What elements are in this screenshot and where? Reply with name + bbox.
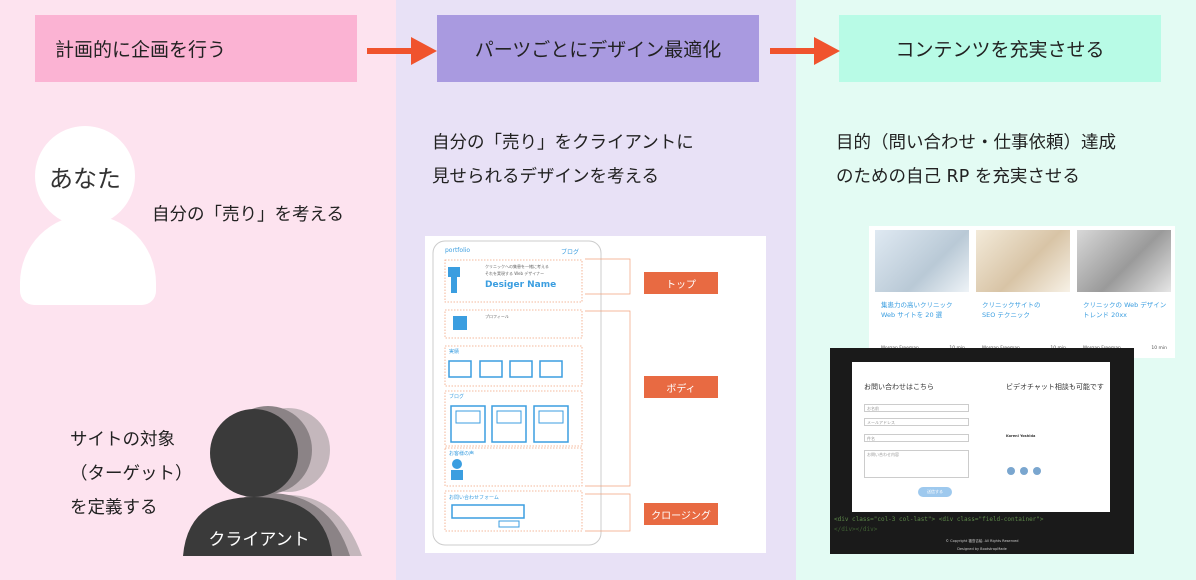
step-design: パーツごとにデザイン最適化 xyxy=(437,15,759,82)
code-bg: <div class="col-3 col-last"> <div class=… xyxy=(834,516,1044,523)
wf-intro: クリニックへの集患を一緒に考える それを実現する Web デザイナー xyxy=(485,263,549,277)
designed-by: Designed by BootstrapMade xyxy=(957,547,1007,551)
wf-intro-line: それを実現する Web デザイナー xyxy=(485,271,545,276)
client-group-icon xyxy=(183,406,362,556)
code-bg: </div></div> xyxy=(834,526,878,533)
facebook-icon xyxy=(1020,467,1028,475)
message-field[interactable]: お問い合わせ内容 xyxy=(864,450,969,478)
wireframe-lines-icon xyxy=(432,240,631,546)
blog-card[interactable]: クリニックの Web デザイン トレンド 20xx Morgan Freeman… xyxy=(1077,230,1171,354)
form-title-right: ビデオチャット相談も可能です xyxy=(1006,383,1104,391)
card-image xyxy=(1077,230,1171,292)
card-title: クリニックの Web デザイン トレンド 20xx xyxy=(1083,300,1169,320)
wf-logo: portfolio xyxy=(445,247,471,254)
step-planning: 計画的に企画を行う xyxy=(35,15,357,82)
content-description: 目的（問い合わせ・仕事依頼）達成 のための自己 RP を充実させる xyxy=(836,126,1116,194)
step-planning-label: 計画的に企画を行う xyxy=(55,39,227,61)
wf-works: 実績 xyxy=(449,349,460,355)
client-label: クライアント xyxy=(208,529,310,550)
design-desc-line: 自分の「売り」をクライアントに xyxy=(432,133,694,153)
card-image xyxy=(875,230,969,292)
card-title: クリニックサイトの SEO テクニック xyxy=(982,300,1068,320)
contact-form-screenshot: <div class="col-3 col-last"> <div class=… xyxy=(830,348,1134,554)
content-desc-line: のための自己 RP を充実させる xyxy=(836,167,1080,187)
content-desc-line: 目的（問い合わせ・仕事依頼）達成 xyxy=(836,133,1116,153)
tag-top: トップ xyxy=(644,272,718,294)
card-title-line: SEO テクニック xyxy=(982,311,1030,319)
card-title-line: Web サイトを 20 選 xyxy=(881,311,943,319)
client-desc-line: を定義する xyxy=(70,498,158,518)
card-title-line: クリニックサイトの xyxy=(982,301,1041,309)
twitter-icon xyxy=(1007,467,1015,475)
client-description: サイトの対象 （ターゲット） を定義する xyxy=(70,423,193,525)
subject-field[interactable]: 件名 xyxy=(864,434,969,442)
submit-button[interactable]: 送信する xyxy=(918,487,952,497)
form-title-left: お問い合わせはこちら xyxy=(864,383,934,391)
wf-nav: ブログ xyxy=(561,249,580,256)
arrow-right-icon xyxy=(367,37,437,65)
email-field[interactable]: メールアドレス xyxy=(864,418,969,426)
blog-card[interactable]: クリニックサイトの SEO テクニック Morgan Freeman 10 mi… xyxy=(976,230,1070,354)
card-title-line: クリニックの Web デザイン xyxy=(1083,301,1167,309)
card-title: 集患力の高いクリニック Web サイトを 20 選 xyxy=(881,300,967,320)
blog-card[interactable]: 集患力の高いクリニック Web サイトを 20 選 Morgan Freeman… xyxy=(875,230,969,354)
instagram-icon xyxy=(1033,467,1041,475)
card-title-line: トレンド 20xx xyxy=(1083,311,1128,319)
card-time: 10 min xyxy=(1151,346,1167,351)
social-icons xyxy=(1007,467,1041,475)
arrow-right-icon xyxy=(770,37,840,65)
client-desc-line: サイトの対象 xyxy=(70,430,175,450)
wf-intro-line: クリニックへの集患を一緒に考える xyxy=(485,264,549,269)
step-design-label: パーツごとにデザイン最適化 xyxy=(474,39,722,61)
contact-card: お問い合わせはこちら ビデオチャット相談も可能です お名前 メールアドレス 件名… xyxy=(852,362,1110,512)
card-image xyxy=(976,230,1070,292)
wf-voice: お客様の声 xyxy=(449,451,475,457)
wf-blog: ブログ xyxy=(449,394,465,400)
wf-profile: プロフィール xyxy=(485,314,509,319)
wf-name: Desiger Name xyxy=(485,280,557,290)
step-content: コンテンツを充実させる xyxy=(839,15,1161,82)
contact-person: Koreni Yoshida xyxy=(1006,434,1036,438)
you-label: あなた xyxy=(49,164,121,193)
design-description: 自分の「売り」をクライアントに 見せられるデザインを考える xyxy=(432,126,694,194)
wf-contact: お問い合わせフォーム xyxy=(449,495,499,501)
person-head-icon: あなた xyxy=(35,126,135,226)
copyright: © Copyright 福島吉絵. All Rights Reserved xyxy=(945,539,1019,543)
step-content-label: コンテンツを充実させる xyxy=(895,39,1105,61)
design-desc-line: 見せられるデザインを考える xyxy=(432,167,659,187)
tag-body: ボディ xyxy=(644,376,718,398)
blog-cards: 集患力の高いクリニック Web サイトを 20 選 Morgan Freeman… xyxy=(869,226,1175,358)
tag-closing: クロージング xyxy=(644,503,718,525)
you-description: 自分の「売り」を考える xyxy=(152,205,344,225)
name-field[interactable]: お名前 xyxy=(864,404,969,412)
client-desc-line: （ターゲット） xyxy=(70,464,193,484)
card-title-line: 集患力の高いクリニック xyxy=(881,301,953,309)
